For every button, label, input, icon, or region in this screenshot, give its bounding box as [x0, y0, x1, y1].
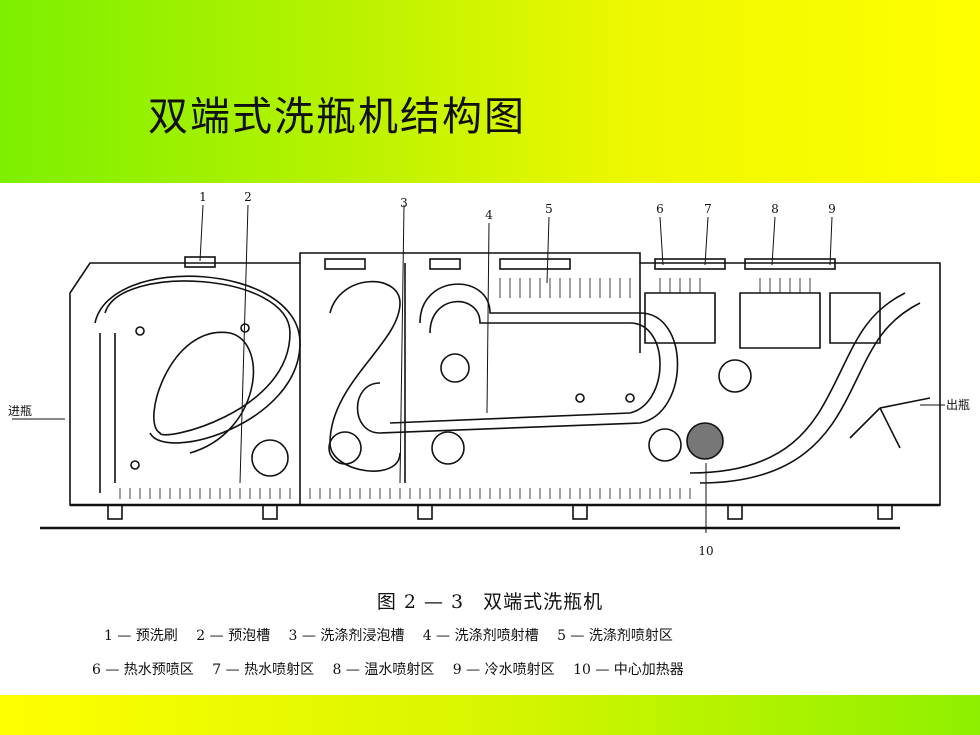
header-band: [0, 0, 980, 183]
legend-item: 10 — 中心加热器: [573, 662, 684, 678]
legend-line-2: 6 — 热水预喷区 7 — 热水喷射区 8 — 温水喷射区 9 — 冷水喷射区 …: [92, 659, 698, 679]
outlet-label: 出瓶: [946, 398, 970, 412]
legend-item: 1 — 预洗刷: [104, 628, 178, 644]
part-number-label: 5: [545, 202, 553, 216]
part-number-label: 7: [704, 202, 712, 216]
legend-item: 3 — 洗涤剂浸泡槽: [288, 628, 405, 644]
legend-item: 8 — 温水喷射区: [332, 662, 435, 678]
legend-item: 6 — 热水预喷区: [92, 662, 194, 678]
legend-item: 5 — 洗涤剂喷射区: [557, 628, 673, 644]
part-number-label: 8: [771, 202, 779, 216]
figure-caption-number: 图 2 — 3: [376, 591, 465, 613]
figure-panel: 1 2 3 4 5 6 7 8 9 10 进瓶 出瓶 图 2 — 3 双端式洗瓶机 1 — 预洗刷 2…: [0, 183, 980, 695]
bottle-washer-diagram: 1 2 3 4 5 6 7 8 9 10 进瓶 出瓶: [8, 190, 970, 558]
footer-band: [0, 695, 980, 735]
inlet-label: 进瓶: [8, 404, 32, 418]
part-number-label: 6: [656, 202, 664, 216]
figure-caption-text: 双端式洗瓶机: [483, 591, 604, 613]
part-number-label: 9: [828, 202, 836, 216]
part-number-label: 1: [199, 190, 207, 204]
part-number-label: 10: [698, 544, 713, 558]
legend-item: 2 — 预泡槽: [196, 628, 271, 644]
legend-item: 4 — 洗涤剂喷射槽: [422, 628, 539, 644]
part-number-label: 3: [400, 196, 408, 210]
machine-outline: [12, 204, 945, 533]
figure-caption: 图 2 — 3 双端式洗瓶机: [0, 587, 980, 614]
part-number-label: 4: [485, 208, 493, 222]
part-number-label: 2: [244, 190, 252, 204]
legend-item: 7 — 热水喷射区: [212, 662, 315, 678]
legend-line-1: 1 — 预洗刷 2 — 预泡槽 3 — 洗涤剂浸泡槽 4 — 洗涤剂喷射槽 5 …: [104, 625, 687, 645]
slide-title: 双端式洗瓶机结构图: [148, 94, 526, 140]
legend-item: 9 — 冷水喷射区: [452, 662, 555, 678]
